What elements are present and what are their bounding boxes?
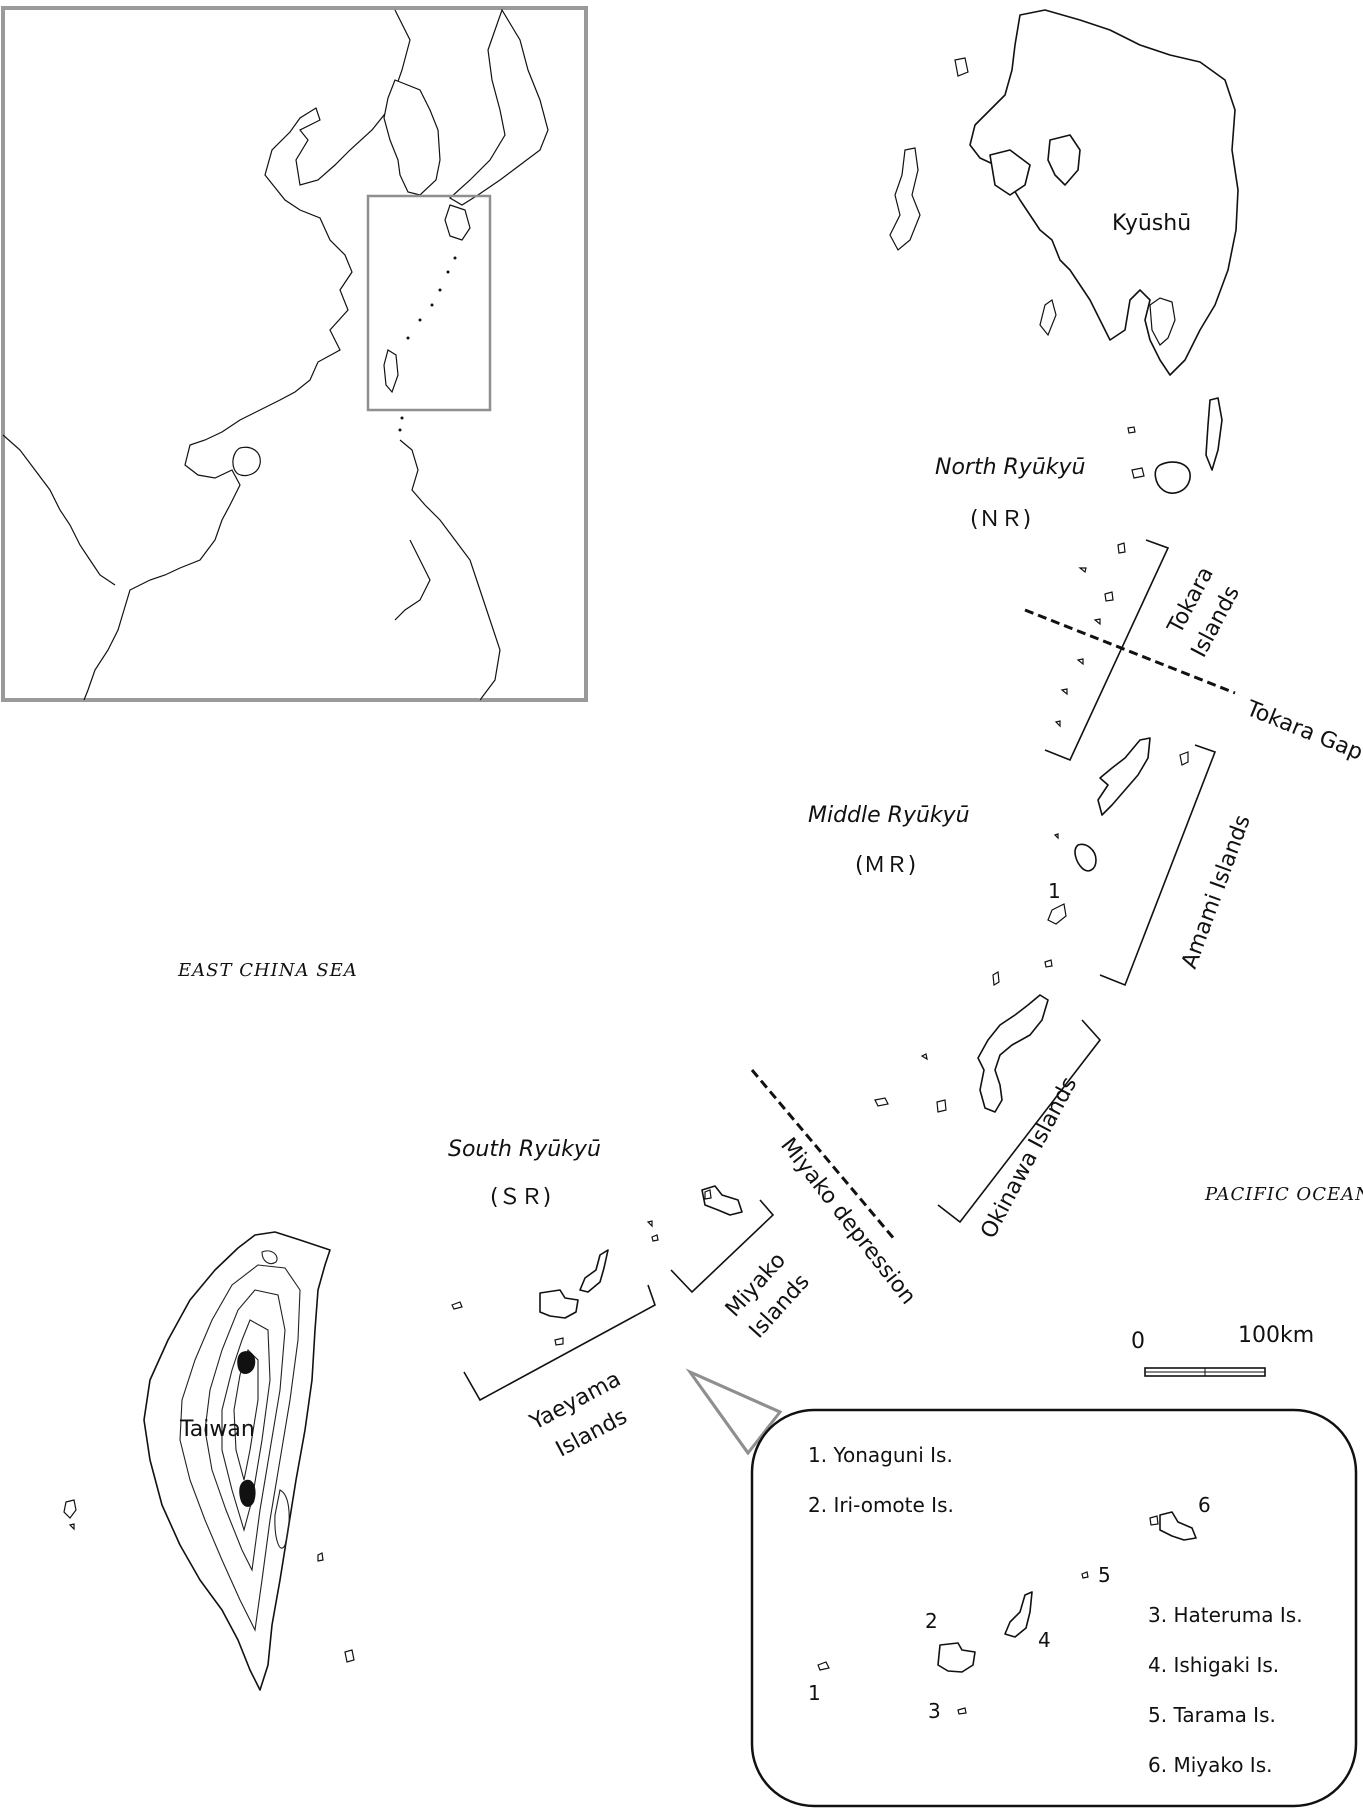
tarama [651,1234,659,1242]
tanegashima [1205,397,1223,471]
tokunoshima [1074,843,1097,872]
north-ryukyu-abbr: (ＮＲ) [970,507,1031,532]
inset-irabu [1149,1515,1159,1526]
kikaijima [1179,751,1189,766]
miyako-bracket [670,1199,775,1294]
inset-iriomote [937,1642,976,1673]
kyushu-ariake [989,149,1031,196]
kuchinoerabu [1131,467,1145,479]
small-isle-sr [646,1220,653,1228]
philippines [394,439,501,701]
inset-ishigaki [1004,1591,1033,1638]
green-island [317,1552,324,1562]
yaeyama-bracket [463,1284,656,1402]
legend-item-ishigaki: 4. Ishigaki Is. [1148,1653,1279,1677]
south-ryukyu-label: South Ryūkyū [448,1137,601,1162]
okinoerabu [1047,903,1067,925]
taiwan-coastline [143,1231,331,1691]
north-ryukyu-label: North Ryūkyū [935,455,1085,480]
japan-honshu [448,8,549,206]
iriomote-island [539,1289,579,1319]
kerama-islands [936,1099,947,1113]
tokara-gap-line [1024,608,1236,695]
kyushu-bay-inner [1047,134,1081,186]
kyushu-label: Kyūshū [1112,211,1191,236]
japan-kyushu-small [444,204,471,241]
yakushima [1154,461,1191,494]
middle-ryukyu-abbr: (ＭＲ) [855,853,916,878]
middle-ryukyu-label: Middle Ryūkyū [808,803,970,828]
inset-miyako [1159,1511,1197,1541]
legend-item-yonaguni: 1. Yonaguni Is. [808,1443,953,1467]
yoron [1044,959,1053,968]
inset-marker-1: 1 [808,1681,821,1705]
legend-item-hateruma: 3. Hateruma Is. [1148,1603,1303,1627]
inset-marker-2: 2 [925,1609,938,1633]
goto-islands [889,147,921,251]
pacific-ocean-label: PACIFIC OCEAN [1204,1184,1363,1205]
tokara-gap-label: Tokara Gap [1242,696,1363,766]
amami-bracket [1099,744,1217,987]
inset-marker-5: 5 [1098,1563,1111,1587]
small-isle-nr [1127,426,1136,434]
hainan-island [232,446,261,477]
kyushu-island [969,9,1239,376]
irabu [704,1189,712,1200]
marker-1-main: 1 [1048,879,1061,903]
inset-yonaguni [817,1661,830,1671]
yonaguni [451,1301,463,1310]
asia-coastline [83,9,411,701]
taiwan-label: Taiwan [179,1417,255,1442]
inset-marker-4: 4 [1038,1628,1051,1652]
legend-item-iriomote: 2. Iri-omote Is. [808,1493,954,1517]
detail-inset: 1. Yonaguni Is. 2. Iri-omote Is. 3. Hate… [685,1368,1358,1808]
amami-oshima [1097,737,1151,816]
orchid-island [344,1649,355,1663]
taiwan-small [383,349,399,394]
hateruma [554,1337,564,1346]
asia-west-coast [2,434,116,586]
ryukyu-dots-overview [398,256,457,432]
inset-marker-6: 6 [1198,1493,1211,1517]
korea-peninsula [383,79,441,196]
kume-island [874,1097,889,1107]
penghu-islands [63,1499,77,1531]
okinawa-bracket [937,1019,1102,1224]
ishigaki-island [579,1249,609,1293]
okinawa-west-isle [920,1053,928,1061]
south-ryukyu-abbr: (ＳＲ) [490,1185,551,1210]
overview-inset-map [1,6,588,702]
inset-hateruma [957,1707,967,1715]
inset-marker-3: 3 [928,1699,941,1723]
tokara-bracket [1044,539,1170,762]
taiwan-island: Taiwan [143,1231,331,1691]
iheya [992,970,1000,987]
tokara-island-group [1054,542,1126,728]
scale-end-label: 100km [1238,1323,1314,1348]
kagoshima-bay [1149,297,1176,346]
okinawa-island [977,994,1049,1113]
scale-start-label: 0 [1131,1329,1145,1354]
amami-islands-label: Amami Islands [1177,812,1256,972]
miyako-island [701,1185,743,1216]
taiwan-peak-south [239,1479,256,1507]
inset-frame [750,1408,1358,1808]
inset-tarama [1081,1571,1089,1579]
miyako-depression-line [750,1069,897,1241]
koshiki-islands [1039,299,1057,337]
small-isle-mr [1053,833,1059,840]
scale-bar: 0 100km [1131,1323,1314,1377]
taiwan-peak-north [237,1351,256,1374]
east-china-sea-label: EAST CHINA SEA [177,960,358,981]
tsushima-fragment [954,57,969,77]
legend-item-miyako: 6. Miyako Is. [1148,1753,1272,1777]
study-area-rectangle [366,194,492,412]
legend-item-tarama: 5. Tarama Is. [1148,1703,1276,1727]
